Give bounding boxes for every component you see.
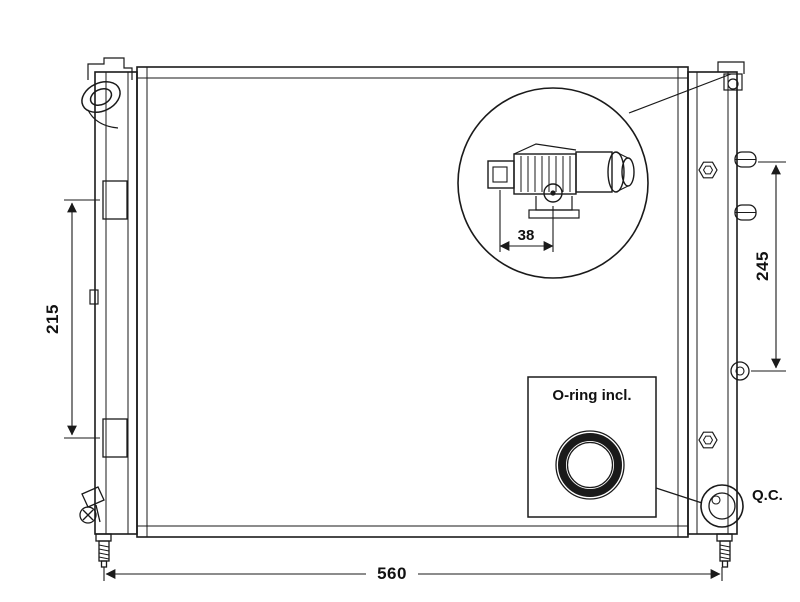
qc-label: Q.C. xyxy=(752,487,783,504)
dim-38-label: 38 xyxy=(518,227,535,244)
dimension-245 xyxy=(751,161,786,372)
quick-connector-outer xyxy=(700,484,744,528)
dimension-38 xyxy=(499,190,554,252)
dim-215-label: 215 xyxy=(43,304,62,334)
top-right-bracket xyxy=(717,61,745,74)
oring-ring xyxy=(558,433,622,497)
drain-valve-body xyxy=(81,486,105,508)
oring-inner-edge xyxy=(566,441,614,489)
inlet-pipe xyxy=(81,57,133,129)
right-tank xyxy=(687,61,757,535)
left-stud-base xyxy=(95,533,112,542)
detail-balloon xyxy=(457,73,732,279)
dimension-215 xyxy=(64,199,100,439)
quick-connector xyxy=(700,484,744,528)
top-right-bolt-hole xyxy=(727,78,739,90)
right-boss xyxy=(730,361,750,381)
inlet-pipe-outer xyxy=(81,81,121,113)
oring-label: O-ring incl. xyxy=(552,387,631,404)
left-tank-outline xyxy=(94,71,138,535)
dim-560-label: 560 xyxy=(377,564,407,583)
hex-bolt-lower xyxy=(698,431,718,449)
connector-flange xyxy=(528,209,580,219)
drain-valve xyxy=(79,486,105,524)
right-stud-base xyxy=(716,533,733,542)
quick-connector-inner xyxy=(708,492,736,520)
oring-outer-edge xyxy=(555,430,625,500)
left-side-tab xyxy=(89,289,99,305)
oring-box xyxy=(527,376,703,518)
left-tank xyxy=(89,71,138,535)
connector-detail xyxy=(487,143,635,219)
dim-245-label: 245 xyxy=(753,251,772,281)
dimension-560 xyxy=(103,562,723,583)
top-left-bracket xyxy=(87,57,133,80)
oring-box-outline xyxy=(527,376,657,518)
connector-port xyxy=(575,151,613,193)
right-tank-outline xyxy=(687,71,738,535)
drain-plug xyxy=(79,506,97,524)
mounting-studs xyxy=(95,533,733,568)
left-upper-bracket xyxy=(102,180,128,220)
left-lower-bracket xyxy=(102,418,128,458)
hex-bolt-upper xyxy=(698,161,718,179)
balloon-circle xyxy=(457,87,649,279)
connector-pivot xyxy=(543,183,563,203)
oring-leader-line xyxy=(655,487,703,504)
inlet-pipe-inner xyxy=(89,88,113,106)
balloon-leader-line xyxy=(628,73,732,114)
